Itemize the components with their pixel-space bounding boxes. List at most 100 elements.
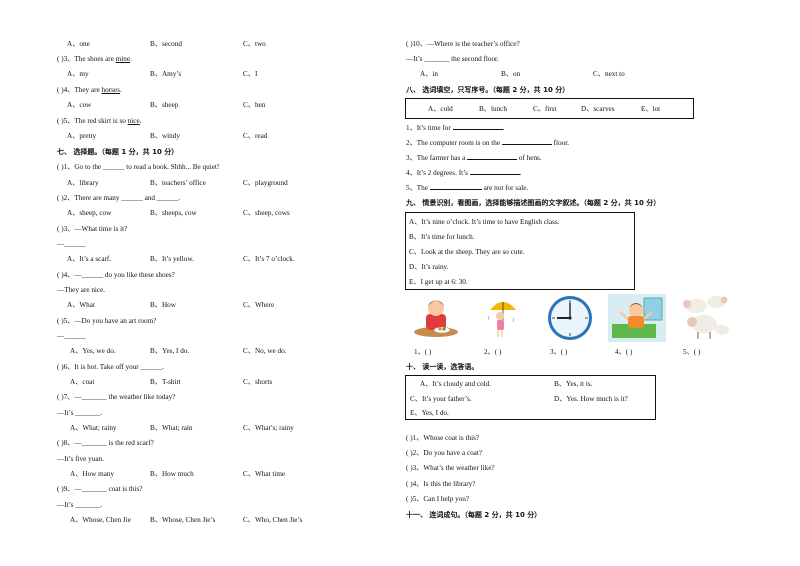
option[interactable]: C、Where	[243, 301, 275, 309]
section-10-title: 十、 读一读，选答语。	[406, 363, 479, 371]
option[interactable]: C、What’s; rainy	[243, 424, 294, 432]
option: B、It’s time for lunch.	[409, 233, 475, 241]
question-3: ( )3、The shoes are mine.	[57, 55, 132, 63]
option: E、Yes, I do.	[410, 409, 449, 417]
option[interactable]: A、sheep, cow	[67, 209, 112, 217]
option[interactable]: B、on	[501, 70, 521, 78]
question-text: ( )9、—_______ coat is this?	[57, 485, 143, 493]
word-bank-item: D、scarves	[581, 105, 615, 113]
option: D、It’s rainy.	[409, 263, 449, 271]
option[interactable]: C、No, we do.	[243, 347, 287, 355]
picture-answer-2[interactable]: 2、( )	[484, 348, 502, 356]
answer-line: —______	[57, 240, 86, 248]
option[interactable]: B、T-shirt	[150, 378, 181, 386]
option[interactable]: A、cow	[67, 101, 92, 109]
question-text: ( )1、Go to the ______ to read a book. Sh…	[57, 163, 220, 171]
option[interactable]: C、sheep, cows	[243, 209, 290, 217]
option[interactable]: A、library	[67, 179, 99, 187]
girl-umbrella-rain-picture	[487, 302, 516, 337]
question-text: ( )2、There are many ______ and ______.	[57, 194, 181, 202]
option: D、Yes. How much is it?	[554, 395, 628, 403]
option: A、It’s nine o’clock. It’s time to have E…	[409, 218, 560, 226]
option[interactable]: B、How much	[150, 470, 194, 478]
question-text: ( )3、What’s the weather like?	[406, 464, 495, 472]
option[interactable]: B、How	[150, 301, 176, 309]
picture-options-box: A、It’s nine o’clock. It’s time to have E…	[405, 212, 635, 290]
answer-line: —It’s _______.	[57, 501, 103, 509]
option[interactable]: C、two	[243, 40, 266, 48]
option[interactable]: A、coat	[70, 378, 95, 386]
section-11-title: 十一、 连词成句。（每题 2 分，共 10 分）	[406, 511, 542, 519]
right-column: ( )10、—Where is the teacher’s office? —I…	[400, 0, 800, 566]
section-7-title: 七、 选择题。（每题 1 分，共 10 分）	[57, 148, 179, 156]
question-text: ( )7、—_______ the weather like today?	[57, 393, 176, 401]
girl-eating-lunch-picture	[414, 300, 458, 337]
answer-blank[interactable]	[467, 152, 518, 160]
answer-line: —It’s five yuan.	[57, 455, 104, 463]
picture-answer-4[interactable]: 4、( )	[615, 348, 633, 356]
option[interactable]: C、hen	[243, 101, 266, 109]
question-4: ( )4、They are horses.	[57, 86, 122, 94]
answer-options-box: A、It’s cloudy and cold. B、Yes, it is. C、…	[405, 375, 656, 420]
option[interactable]: A、What	[67, 301, 95, 309]
option[interactable]: B、sheeps, cow	[150, 209, 197, 217]
option[interactable]: A、Whose, Chen Jie	[70, 516, 131, 524]
option[interactable]: A、What; rainy	[70, 424, 117, 432]
option[interactable]: A、pretty	[67, 132, 97, 140]
answer-line: —It’s _______ the second floor.	[406, 55, 499, 63]
option[interactable]: B、Yes, I do.	[150, 347, 190, 355]
option: C、It’s your father’s.	[410, 395, 472, 403]
option[interactable]: A、It’s a scarf.	[67, 255, 112, 263]
option[interactable]: C、Who, Chen Jie’s	[243, 516, 303, 524]
answer-line: —They are nice.	[57, 286, 106, 294]
option[interactable]: A、Yes, we do.	[70, 347, 116, 355]
question-text: ( )6、It is hot. Take off your ______.	[57, 363, 164, 371]
option[interactable]: B、teachers’ office	[150, 179, 206, 187]
word-bank-item: B、lunch	[479, 105, 507, 113]
word-bank-item: A、cold	[428, 105, 453, 113]
option[interactable]: B、windy	[150, 132, 180, 140]
answer-blank[interactable]	[452, 122, 503, 130]
option: C、Look at the sheep. They are so cute.	[409, 248, 525, 256]
fill-blank-1: 1、It’s time for .	[406, 122, 505, 132]
question-text: ( )8、—_______ is the red scarf?	[57, 439, 154, 447]
option[interactable]: C、playground	[243, 179, 288, 187]
question-text: ( )10、—Where is the teacher’s office?	[406, 40, 520, 48]
option[interactable]: B、Amy’s	[150, 70, 182, 78]
picture-answer-5[interactable]: 5、( )	[683, 348, 701, 356]
word-bank-item: C、first	[533, 105, 557, 113]
option[interactable]: B、second	[150, 40, 182, 48]
question-text: ( )5、—Do you have an art room?	[57, 317, 157, 325]
fill-blank-2: 2、The computer room is on the floor.	[406, 137, 569, 147]
option[interactable]: B、It’s yellow.	[150, 255, 194, 263]
option[interactable]: A、How many	[70, 470, 115, 478]
section-9-title: 九、 情景识别，看图画，选择能够描述图画的文字叙述。（每题 2 分，共 10 分…	[406, 199, 661, 207]
question-text: ( )4、—______ do you like these shoes?	[57, 271, 175, 279]
answer-blank[interactable]	[501, 137, 552, 145]
option[interactable]: C、next to	[593, 70, 625, 78]
answer-blank[interactable]	[429, 182, 482, 190]
answer-blank[interactable]	[469, 167, 520, 175]
option[interactable]: A、one	[67, 40, 90, 48]
option[interactable]: C、shorts	[243, 378, 273, 386]
option[interactable]: A、my	[67, 70, 89, 78]
left-column: A、one B、second C、two ( )3、The shoes are …	[57, 40, 303, 524]
option[interactable]: B、What; rain	[150, 424, 193, 432]
fill-blank-5: 5、The are not for sale.	[406, 182, 529, 192]
option[interactable]: A、in	[420, 70, 438, 78]
option[interactable]: B、Whose, Chen Jie’s	[150, 516, 216, 524]
picture-answer-3[interactable]: 3、( )	[550, 348, 568, 356]
option[interactable]: C、read	[243, 132, 268, 140]
sheep-picture	[683, 296, 729, 339]
picture-answer-1[interactable]: 1、( )	[414, 348, 432, 356]
question-text: ( )4、Is this the library?	[406, 480, 476, 488]
answer-line: —______	[57, 332, 86, 340]
word-bank-box: A、cold B、lunch C、first D、scarves E、lot	[405, 98, 694, 119]
question-5: ( )5、The red skirt is so nice.	[57, 117, 142, 125]
option[interactable]: C、What time	[243, 470, 286, 478]
fill-blank-4: 4、It’s 2 degrees. It’s .	[406, 167, 522, 177]
option[interactable]: C、I	[243, 70, 258, 78]
option[interactable]: C、It’s 7 o’clock.	[243, 255, 295, 263]
section-8-title: 八、 选词填空，只写序号。（每题 2 分，共 10 分）	[406, 86, 570, 94]
option[interactable]: B、sheep	[150, 101, 179, 109]
